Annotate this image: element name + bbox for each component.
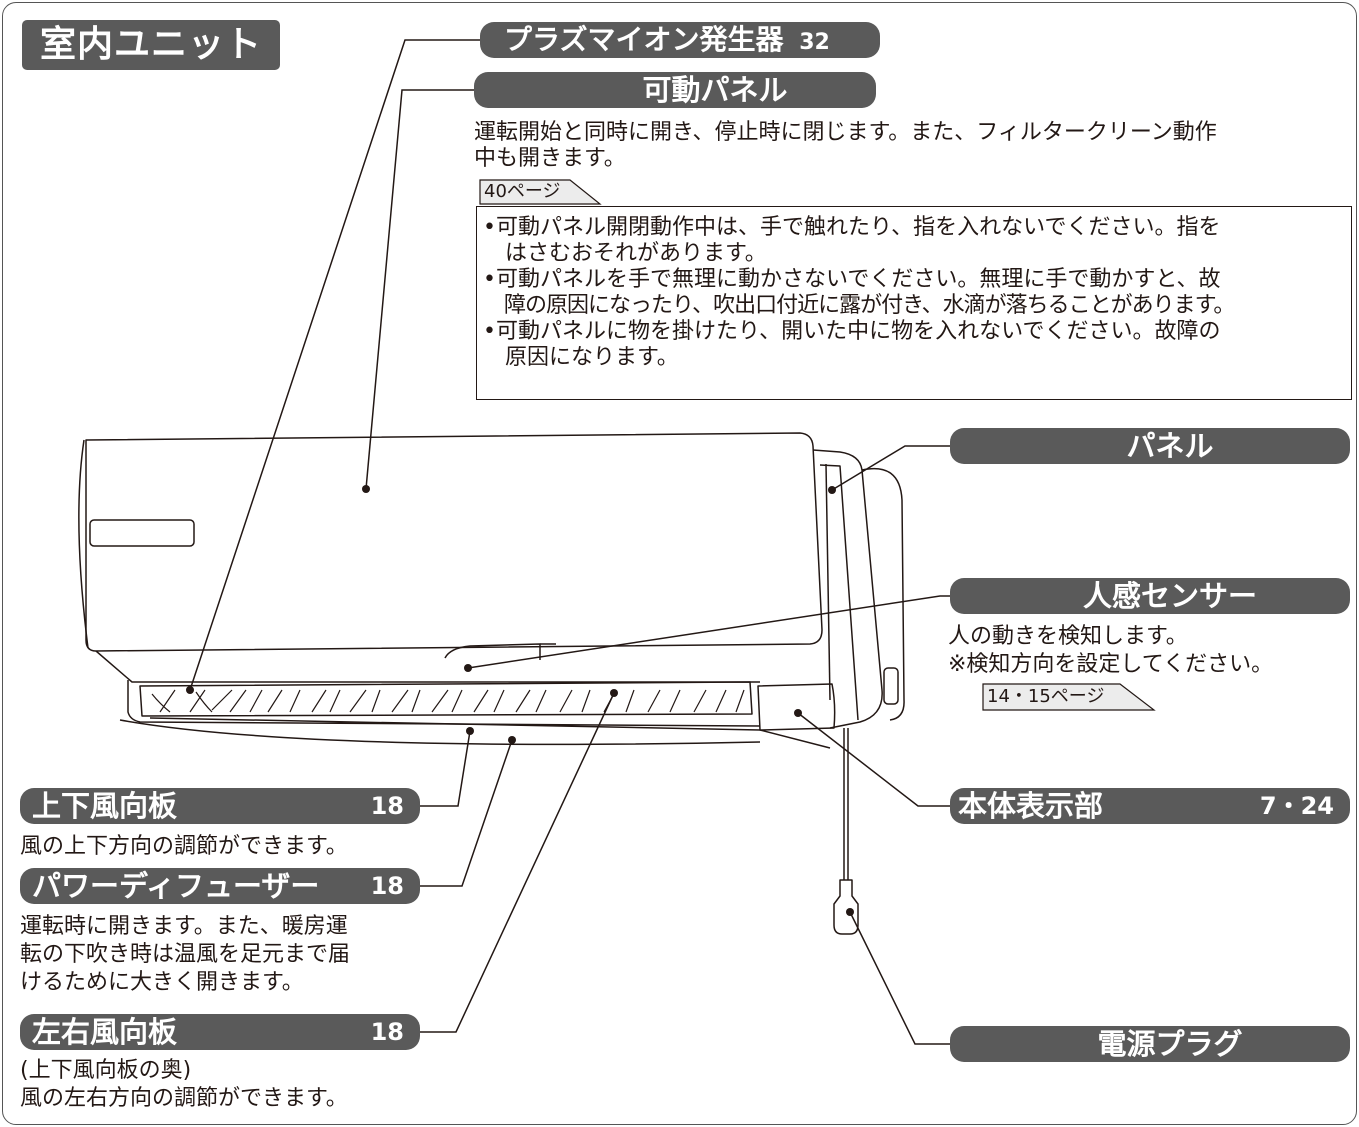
diffuser-desc-line2: 転の下吹き時は温風を足元まで届 [20,942,351,967]
label-movable-panel-name: 可動パネル [642,73,788,107]
movable-desc-line2: 中も開きます。 [474,146,626,171]
label-plasma-name: プラズマイオン発生器 [504,23,784,56]
label-movable-panel: 可動パネル [474,72,876,108]
label-power-plug: 電源プラグ [950,1026,1350,1062]
label-vertical-louver: 上下風向板 18 [20,788,420,824]
label-main-display: 本体表示部 7・24 [950,788,1350,824]
section-title: 室内ユニット [22,20,281,70]
caution-box: •可動パネル開閉動作中は、手で触れたり、指を入れないでください。指を はさむおそ… [476,206,1352,400]
caution-line: •可動パネルに物を掛けたり、開いた中に物を入れないでください。故障の [483,319,1221,344]
label-leftright-page: 18 [370,1018,404,1046]
caution-line: •可動パネルを手で無理に動かさないでください。無理に手で動かすと、故 [483,267,1221,292]
diffuser-desc-line3: けるために大きく開きます。 [20,970,304,995]
label-plasma-page: 32 [799,30,830,55]
label-updown-name: 上下風向板 [32,789,178,823]
diffuser-desc-line1: 運転時に開きます。また、暖房運 [20,914,348,939]
caution-line: 原因になります。 [483,345,679,370]
label-power-diffuser: パワーディフューザー 18 [20,868,420,904]
caution-line: はさむおそれがあります。 [483,241,767,266]
label-plug-name: 電源プラグ [1097,1027,1243,1061]
sensor-page-ref: 14・15ページ [987,686,1105,707]
updown-desc: 風の上下方向の調節ができます。 [20,834,348,859]
leftright-desc-line1: (上下風向板の奥) [20,1058,192,1083]
label-human-sensor: 人感センサー [950,578,1350,614]
label-leftright-name: 左右風向板 [32,1015,178,1049]
sensor-desc-line2: ※検知方向を設定してください。 [948,652,1274,677]
caution-line: 障の原因になったり、吹出口付近に露が付き、水滴が落ちることがあります。 [483,293,1235,318]
sensor-desc-line1: 人の動きを検知します。 [948,624,1188,649]
movable-desc-line1: 運転開始と同時に開き、停止時に閉じます。また、フィルタークリーン動作 [474,120,1217,145]
label-diffuser-page: 18 [370,872,404,900]
movable-page-ref: 40ページ [484,181,561,202]
label-display-page: 7・24 [1259,792,1334,820]
label-horizontal-louver: 左右風向板 18 [20,1014,420,1050]
label-sensor-name: 人感センサー [1082,579,1257,613]
label-plasma-ion-generator: プラズマイオン発生器 32 [480,22,880,58]
label-diffuser-name: パワーディフューザー [32,869,320,903]
caution-line: •可動パネル開閉動作中は、手で触れたり、指を入れないでください。指を [483,215,1221,240]
label-updown-page: 18 [370,792,404,820]
label-panel: パネル [950,428,1350,464]
leftright-desc-line2: 風の左右方向の調節ができます。 [20,1086,348,1111]
label-panel-name: パネル [1126,429,1214,463]
label-display-name: 本体表示部 [958,789,1104,823]
